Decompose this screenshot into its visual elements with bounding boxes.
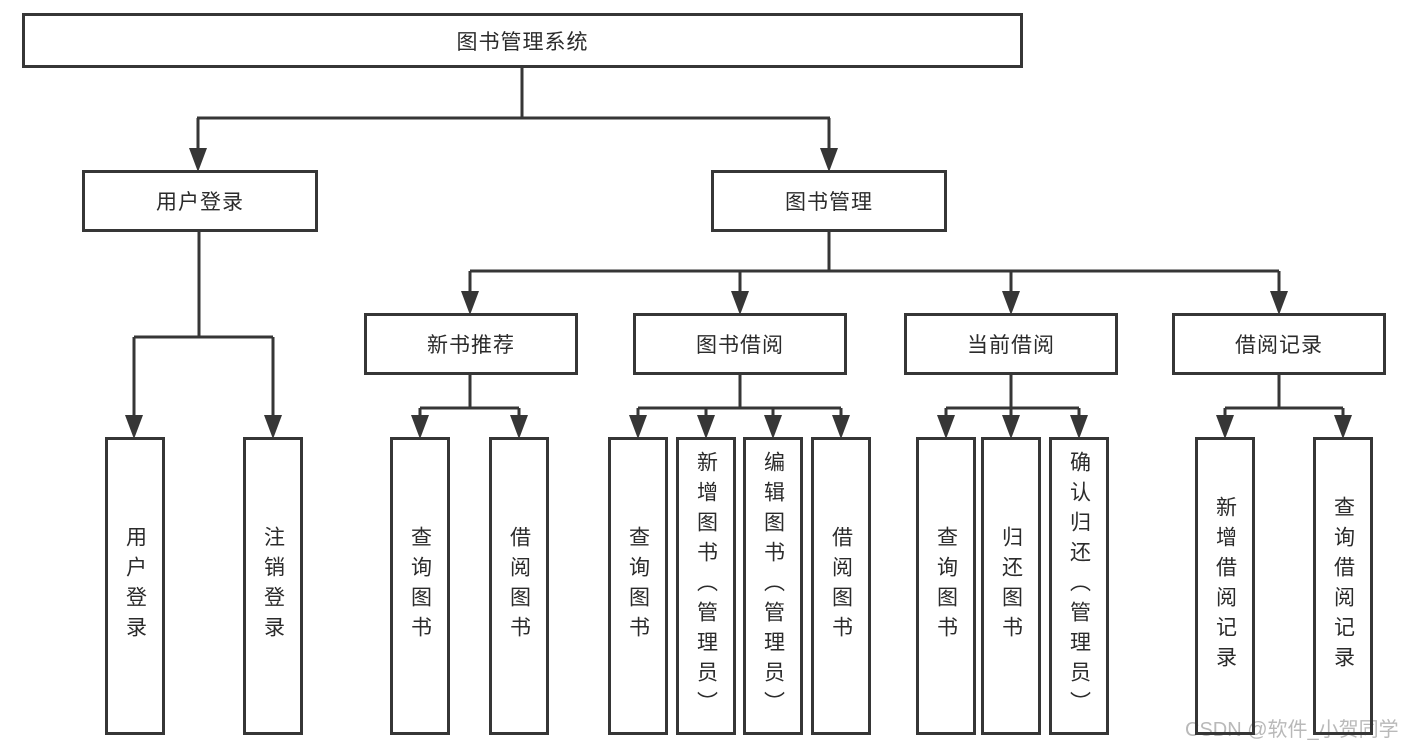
node-label: 当前借阅 [967,334,1055,357]
leaf-borrow-books-recommend: 借阅图书 [489,437,549,735]
node-current-borrowing: 当前借阅 [904,313,1118,375]
node-label: 查询图书 [626,526,650,646]
leaf-add-borrow-record: 新增借阅记录 [1195,437,1255,735]
node-label: 图书借阅 [696,334,784,357]
node-root-system: 图书管理系统 [22,13,1023,68]
node-label: 查询借阅记录 [1331,496,1355,676]
node-label: 借阅记录 [1235,334,1323,357]
node-borrowing-records: 借阅记录 [1172,313,1386,375]
node-label: 新增图书（管理员） [694,451,718,721]
leaf-edit-book-admin: 编辑图书（管理员） [743,437,803,735]
node-label: 查询图书 [934,526,958,646]
leaf-query-borrow-record: 查询借阅记录 [1313,437,1373,735]
node-label: 借阅图书 [829,526,853,646]
leaf-return-books: 归还图书 [981,437,1041,735]
node-label: 图书管理 [785,191,873,214]
node-label: 查询图书 [408,526,432,646]
leaf-add-book-admin: 新增图书（管理员） [676,437,736,735]
leaf-borrow-books: 借阅图书 [811,437,871,735]
csdn-watermark: CSDN @软件_小贺同学 [1185,719,1399,741]
node-label: 新增借阅记录 [1213,496,1237,676]
leaf-query-books-borrow: 查询图书 [608,437,668,735]
leaf-confirm-return-admin: 确认归还（管理员） [1049,437,1109,735]
node-label: 图书管理系统 [456,30,589,54]
node-label: 用户登录 [156,191,244,214]
node-label: 借阅图书 [507,526,531,646]
node-user-login-module: 用户登录 [82,170,318,232]
leaf-query-books-recommend: 查询图书 [390,437,450,735]
node-label: 用户登录 [123,526,147,646]
leaf-user-login: 用户登录 [105,437,165,735]
leaf-query-books-current: 查询图书 [916,437,976,735]
node-new-book-recommendation: 新书推荐 [364,313,578,375]
node-label: 编辑图书（管理员） [761,451,785,721]
node-label: 新书推荐 [427,334,515,357]
node-label: 注销登录 [261,526,285,646]
arrowheads [125,148,1352,439]
node-label: 归还图书 [999,526,1023,646]
leaf-logout: 注销登录 [243,437,303,735]
node-book-management-module: 图书管理 [711,170,947,232]
node-label: 确认归还（管理员） [1067,451,1091,721]
node-book-borrowing: 图书借阅 [633,313,847,375]
